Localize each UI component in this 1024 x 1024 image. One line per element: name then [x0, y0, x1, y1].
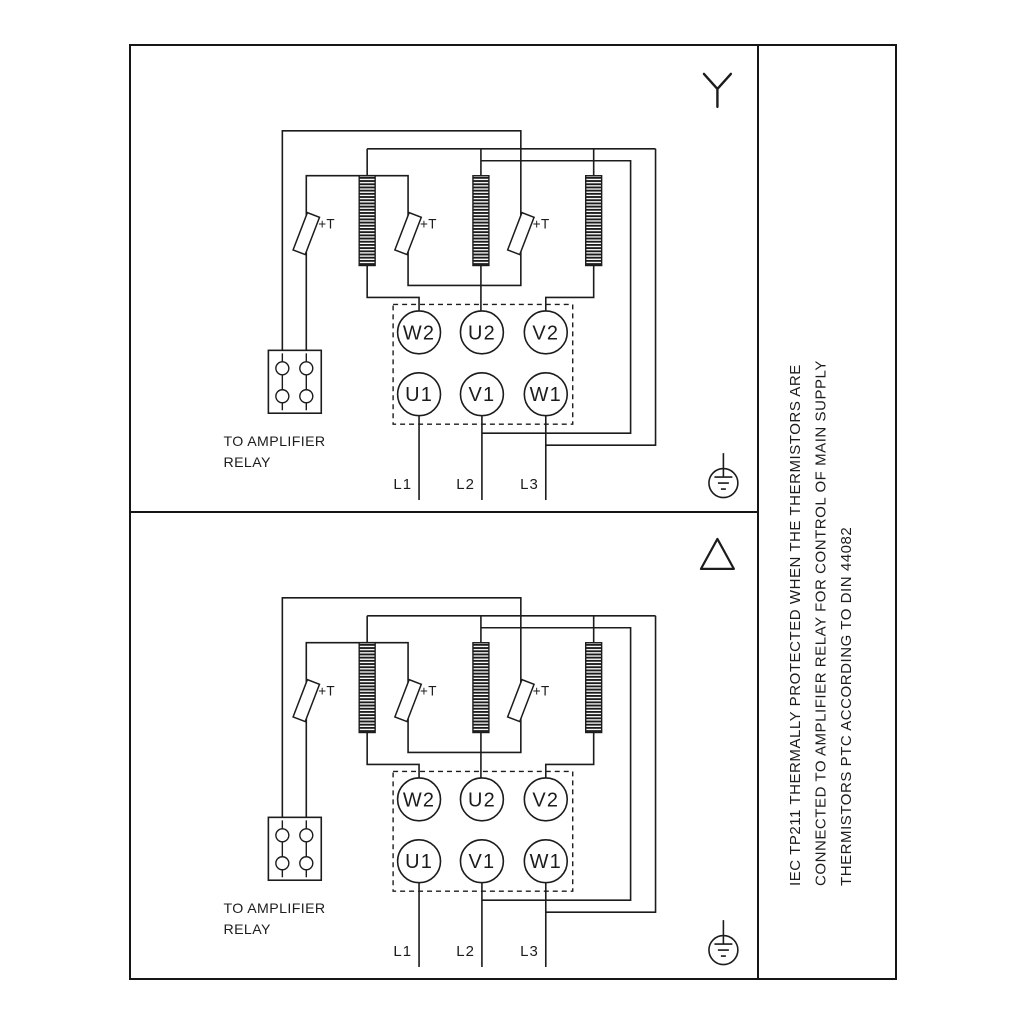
thermistor-label: +T: [420, 217, 437, 232]
thermistor-label: +T: [533, 217, 550, 232]
terminal-w2: W2: [403, 322, 435, 344]
side-note-strip: IEC TP211 THERMALLY PROTECTED WHEN THE T…: [757, 46, 895, 978]
thermistor-label: +T: [533, 684, 550, 699]
note-line-1: IEC TP211 THERMALLY PROTECTED WHEN THE T…: [787, 364, 804, 886]
terminal-u2: U2: [468, 789, 496, 811]
terminal-w1: W1: [530, 384, 562, 406]
thermistor-label: +T: [318, 684, 335, 699]
terminal-u1: U1: [405, 851, 433, 873]
wye-icon: [702, 72, 733, 109]
terminal-w1: W1: [530, 851, 562, 873]
delta-wiring-svg: +T +T +T W2 U2 V2 U1 V1 W1 TO AMPLIFIER …: [223, 537, 739, 968]
terminal-v2: V2: [532, 322, 559, 344]
side-note-text: IEC TP211 THERMALLY PROTECTED WHEN THE T…: [759, 46, 895, 978]
star-wiring-svg: +T +T +T W2 U2 V2 U1 V1 W1 TO AMPLIFIER …: [223, 72, 739, 501]
relay-caption-line2: RELAY: [223, 455, 271, 471]
panel-delta-connection: +T +T +T W2 U2 V2 U1 V1 W1 TO AMPLIFIER …: [131, 511, 757, 978]
terminal-v1: V1: [469, 851, 496, 873]
supply-l3: L3: [520, 943, 539, 960]
supply-l2: L2: [456, 943, 475, 960]
relay-caption-line1: TO AMPLIFIER: [223, 434, 325, 450]
terminal-w2: W2: [403, 789, 435, 811]
wiring-diagram: [267, 130, 739, 501]
terminal-v1: V1: [469, 384, 496, 406]
thermistor-label: +T: [420, 684, 437, 699]
supply-l3: L3: [520, 476, 539, 493]
panel-star-connection: +T +T +T W2 U2 V2 U1 V1 W1 TO AMPLIFIER …: [131, 46, 757, 511]
note-line-2: CONNECTED TO AMPLIFIER RELAY FOR CONTROL…: [812, 360, 830, 886]
relay-caption-line1: TO AMPLIFIER: [223, 901, 325, 917]
terminal-v2: V2: [532, 789, 559, 811]
delta-icon: [699, 537, 735, 570]
supply-l2: L2: [456, 476, 475, 493]
note-line-3: THERMISTORS PTC ACCORDING TO DIN 44082: [838, 526, 855, 886]
supply-l1: L1: [393, 476, 412, 493]
terminal-u1: U1: [405, 384, 433, 406]
relay-caption-line2: RELAY: [223, 922, 271, 938]
thermistor-label: +T: [318, 217, 335, 232]
supply-l1: L1: [393, 943, 412, 960]
diagram-frame: +T +T +T W2 U2 V2 U1 V1 W1 TO AMPLIFIER …: [129, 44, 897, 980]
terminal-u2: U2: [468, 322, 496, 344]
wiring-diagram: [267, 597, 739, 968]
diagram-panels: +T +T +T W2 U2 V2 U1 V1 W1 TO AMPLIFIER …: [131, 46, 757, 978]
